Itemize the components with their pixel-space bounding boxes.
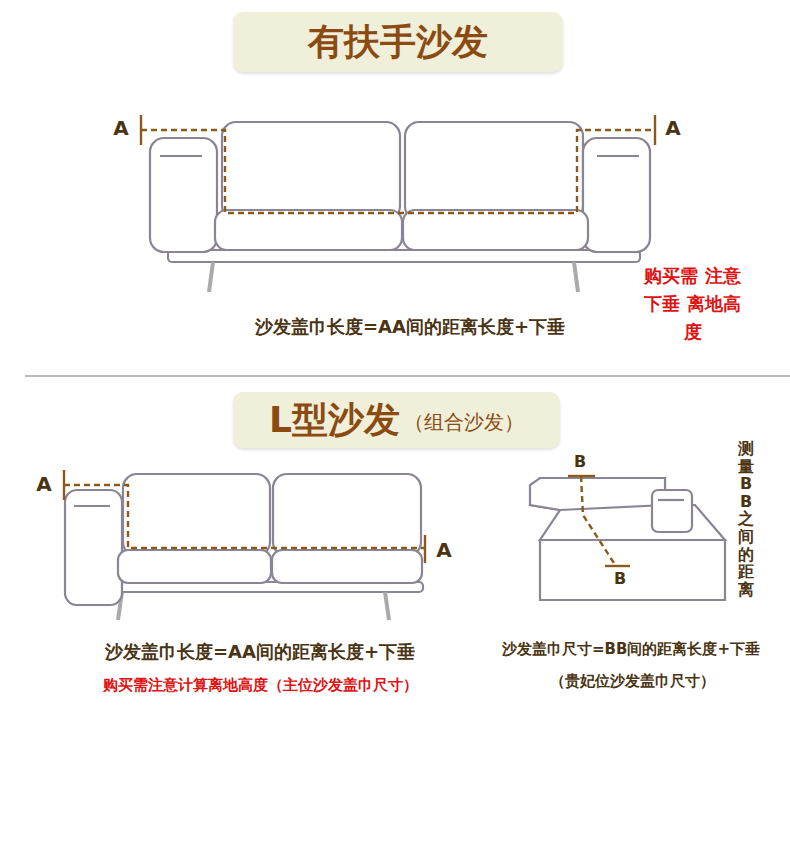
vertical-note: 测量BB之间的距离 bbox=[738, 440, 754, 598]
size-note: （贵妃位沙发盖巾尺寸） bbox=[550, 672, 715, 691]
warning-note: 购买需 注意下垂 离地高度 bbox=[640, 262, 745, 346]
formula-note: 沙发盖巾尺寸=BB间的距离长度+下垂 bbox=[502, 640, 760, 659]
dimension-letter: A bbox=[36, 472, 51, 496]
formula-note: 沙发盖巾长度=AA间的距离长度+下垂 bbox=[255, 315, 565, 339]
warning-note: 购买需注意计算离地高度（主位沙发盖巾尺寸） bbox=[103, 676, 418, 695]
dimension-letter: B bbox=[574, 452, 586, 471]
dimension-letter: A bbox=[665, 116, 680, 140]
dimension-letter: A bbox=[113, 116, 128, 140]
banner-text: （组合沙发） bbox=[404, 409, 524, 436]
formula-note: 沙发盖巾长度=AA间的距离长度+下垂 bbox=[105, 640, 415, 664]
banner-text: L型沙发 bbox=[269, 396, 400, 445]
dimension-letter: A bbox=[436, 538, 451, 562]
title-banner: 有扶手沙发 bbox=[233, 12, 563, 72]
banner-text: 有扶手沙发 bbox=[308, 18, 488, 67]
dimension-letter: B bbox=[614, 569, 626, 588]
title-banner: L型沙发（组合沙发） bbox=[233, 392, 560, 448]
